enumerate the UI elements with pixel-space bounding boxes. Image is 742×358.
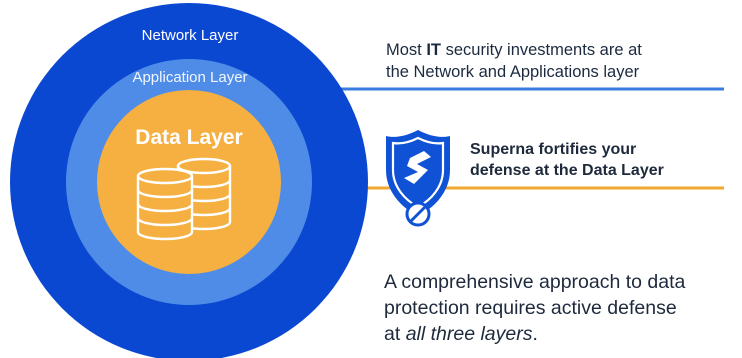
summary-line3-emphasis: all three layers	[405, 323, 533, 345]
application-layer-label: Application Layer	[132, 69, 248, 86]
summary-text: A comprehensive approach to data protecti…	[384, 269, 734, 347]
network-connector-line	[289, 87, 724, 104]
superna-callout: Superna fortifies your defense at the Dat…	[470, 139, 664, 181]
blocked-icon	[405, 201, 431, 227]
network-callout-suffix: security investments are at	[441, 41, 642, 59]
summary-line3-prefix: at	[384, 323, 406, 345]
superna-callout-line2: defense at the Data Layer	[470, 162, 664, 179]
database-icon	[136, 157, 232, 241]
data-layer-label: Data Layer	[135, 126, 243, 149]
summary-line2: protection requires active defense	[384, 297, 677, 319]
network-callout-line2: the Network and Applications layer	[386, 63, 640, 81]
network-callout-prefix: Most	[386, 41, 427, 59]
network-callout: Most IT security investments are at the N…	[386, 39, 642, 83]
summary-line3-suffix: .	[532, 323, 538, 345]
superna-callout-line1: Superna fortifies your	[470, 141, 637, 158]
summary-line1: A comprehensive approach to data	[384, 271, 686, 293]
network-callout-strong: IT	[426, 41, 442, 59]
network-layer-label: Network Layer	[141, 27, 239, 44]
